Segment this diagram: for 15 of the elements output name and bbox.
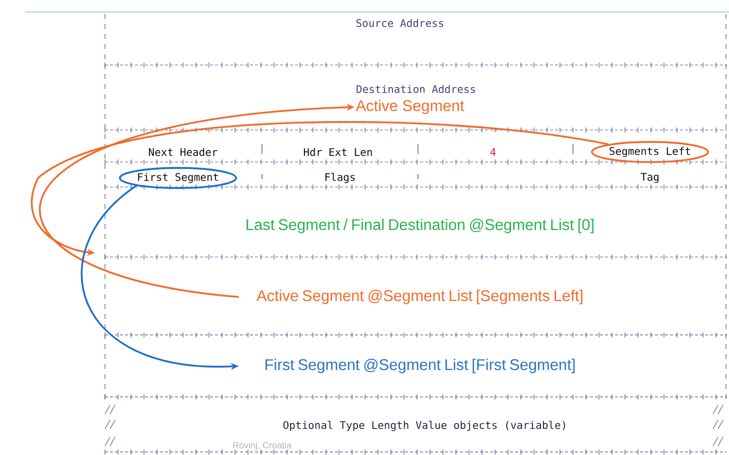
circled-field-label: First Segment xyxy=(119,167,238,189)
field-label: Next Header xyxy=(148,148,218,156)
segment-text: Last Segment / Final Destination @Segment List [0] xyxy=(246,218,594,234)
field-label: Destination Address xyxy=(356,84,475,94)
segment-text: First Segment @Segment List [First Segment] xyxy=(266,358,575,374)
field-value: 4 xyxy=(490,148,496,156)
annotation-text: Active Segment xyxy=(356,100,464,114)
field-label: Source Address xyxy=(356,18,444,28)
footer-text: Rovinj, Croatia xyxy=(233,442,292,450)
field-label: Hdr Ext Len xyxy=(304,148,372,156)
field-label: Tag xyxy=(640,173,658,183)
field-label: Flags xyxy=(325,172,355,184)
circled-field-label: Segments Left xyxy=(591,141,709,163)
segment-text: Active Segment @Segment List [Segments Left] xyxy=(256,290,582,304)
field-label: Optional Type Length Value objects (variable) xyxy=(283,420,566,432)
